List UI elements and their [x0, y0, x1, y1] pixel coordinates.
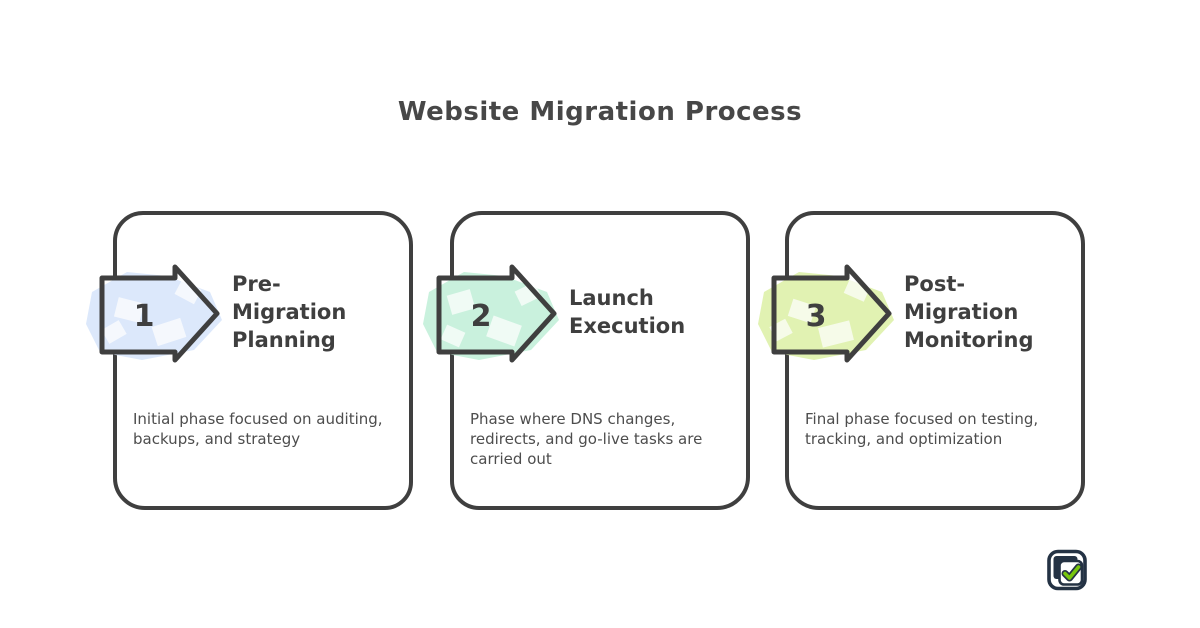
scribble-gaps [101, 279, 202, 347]
step-title: Pre-Migration Planning [232, 272, 347, 352]
logo-check-icon [1063, 565, 1081, 580]
step-2-arrow-icon: 2 [423, 264, 559, 363]
step-description: Final phase focused on testing, tracking… [805, 410, 1039, 448]
step-title: Post-Migration Monitoring [904, 272, 1034, 352]
arrow-outline [771, 264, 892, 363]
step-description: Initial phase focused on auditing, backu… [133, 410, 383, 448]
page-title: Website Migration Process [397, 97, 803, 127]
step-card-3: 3 Post-Migration Monitoring Final phase … [758, 211, 1085, 510]
step-card-2: 2 Launch Execution Phase where DNS chang… [423, 211, 750, 510]
step-3-arrow-icon: 3 [758, 264, 894, 363]
step-description: Phase where DNS changes, redirects, and … [470, 410, 703, 468]
step-number: 1 [134, 299, 155, 334]
step-1-arrow-icon: 1 [86, 264, 222, 363]
step-title: Launch Execution [569, 286, 686, 338]
arrow-outline [99, 264, 220, 363]
arrow-outline [436, 264, 557, 363]
step-card-1: 1 Pre-Migration Planning Initial phase f… [86, 211, 413, 510]
step-number: 2 [471, 299, 492, 334]
step-number: 3 [806, 299, 827, 334]
scribble-gaps [440, 281, 542, 348]
checklist-logo-icon [1047, 549, 1087, 591]
